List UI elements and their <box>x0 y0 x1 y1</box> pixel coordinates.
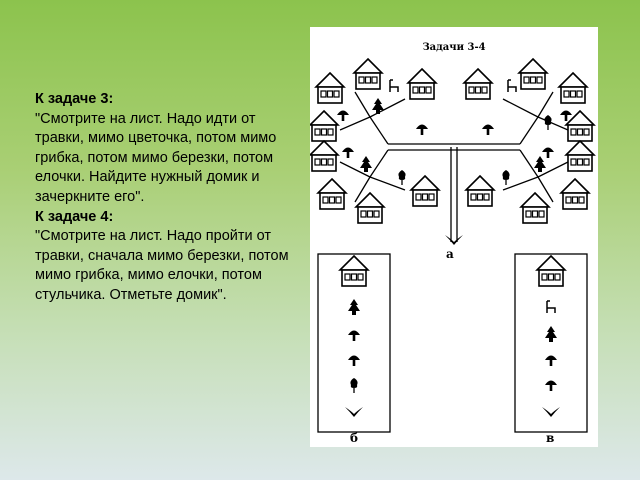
worksheet-image: Задачи 3-4 а б в <box>310 27 598 447</box>
birch-icon <box>501 169 511 186</box>
house-icon <box>315 72 345 104</box>
task4-body: "Смотрите на лист. Надо пройти от травки… <box>35 228 289 303</box>
fir-tree-icon <box>360 156 372 172</box>
house-icon <box>520 192 550 224</box>
mushroom-icon <box>337 110 349 121</box>
grass-icon <box>542 407 560 417</box>
fir-tree-icon <box>372 98 384 114</box>
sheet-title: Задачи 3-4 <box>422 42 486 53</box>
chair-icon <box>546 300 556 314</box>
house-icon <box>560 178 590 210</box>
birch-icon <box>543 114 553 131</box>
birch-icon <box>349 377 359 394</box>
house-icon <box>518 58 548 90</box>
task4-heading: К задаче 4: <box>35 208 114 225</box>
house-icon <box>463 68 493 100</box>
task3-heading: К задаче 3: <box>35 91 114 107</box>
panel-b-frame <box>317 253 391 433</box>
mushroom-icon <box>416 124 428 135</box>
mushroom-icon <box>560 110 572 121</box>
chair-icon <box>507 79 517 93</box>
birch-icon <box>397 169 407 186</box>
house-icon <box>353 58 383 90</box>
house-icon <box>558 72 588 104</box>
house-icon <box>407 68 437 100</box>
mushroom-icon <box>482 124 494 135</box>
mushroom-icon <box>348 355 360 366</box>
house-icon <box>310 110 339 142</box>
house-icon <box>565 140 595 172</box>
house-icon <box>565 110 595 142</box>
label-v: в <box>546 431 555 445</box>
instructions-text: К задаче 3: "Смотрите на лист. Надо идти… <box>35 90 290 306</box>
worksheet-drawing <box>310 58 595 433</box>
fir-tree-icon <box>534 156 546 172</box>
house-icon <box>536 255 566 287</box>
chair-icon <box>389 79 399 93</box>
house-icon <box>339 255 369 287</box>
mushroom-icon <box>545 355 557 366</box>
house-icon <box>355 192 385 224</box>
fir-tree-icon <box>545 326 557 342</box>
path-network <box>339 91 569 242</box>
fir-tree-icon <box>348 299 360 315</box>
label-b: б <box>350 431 359 445</box>
house-icon <box>317 178 347 210</box>
panel-v-frame <box>514 253 588 433</box>
label-a: а <box>446 247 454 261</box>
house-icon <box>465 175 495 207</box>
grass-icon <box>345 407 363 417</box>
grass-icon <box>445 235 463 245</box>
mushroom-icon <box>342 147 354 158</box>
mushroom-icon <box>348 330 360 341</box>
mushroom-icon <box>545 380 557 391</box>
house-icon <box>410 175 440 207</box>
house-icon <box>310 140 339 172</box>
mushroom-icon <box>542 147 554 158</box>
task3-body: "Смотрите на лист. Надо идти от травки, … <box>35 110 277 205</box>
